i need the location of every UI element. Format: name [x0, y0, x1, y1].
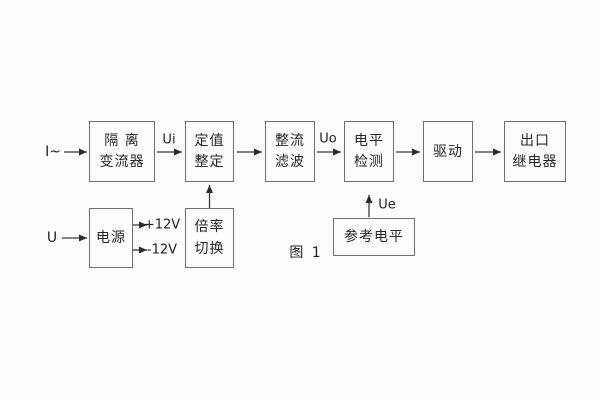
block-label: 变流器 — [99, 154, 145, 171]
block-label: 隔 离 — [104, 132, 140, 149]
block-isolation-transformer: 隔 离 变流器 — [89, 121, 155, 182]
block-label: 电源 — [96, 230, 126, 246]
block-reference-level: 参考电平 — [333, 218, 415, 256]
block-label: 整定 — [194, 154, 225, 171]
block-rectify-filter: 整流 滤波 — [265, 121, 315, 182]
block-drive: 驱动 — [423, 121, 473, 182]
block-multiplier-switch: 倍率 切换 — [185, 208, 234, 268]
block-label: 检测 — [354, 154, 384, 171]
block-label: 继电器 — [512, 154, 558, 171]
label-input-current: I~ — [45, 144, 61, 160]
label-ui: Ui — [162, 132, 176, 148]
figure-caption: 图 1 — [289, 245, 323, 261]
block-label: 出口 — [520, 132, 550, 149]
block-label: 滤波 — [275, 154, 305, 171]
block-label: 整流 — [275, 132, 305, 149]
block-label: 驱动 — [433, 143, 463, 160]
block-label: 定值 — [194, 132, 225, 149]
block-label: 倍率 — [194, 219, 225, 236]
label-input-voltage: U — [46, 230, 58, 246]
block-setting-adjustment: 定值 整定 — [185, 121, 234, 182]
block-level-detect: 电平 检测 — [344, 121, 394, 182]
block-power-supply: 电源 — [89, 208, 133, 268]
label-minus-12v: -12V — [146, 242, 178, 258]
label-ue: Ue — [378, 197, 396, 213]
label-uo: Uo — [319, 131, 337, 147]
block-label: 参考电平 — [344, 229, 404, 245]
block-label: 电平 — [354, 132, 384, 149]
block-label: 切换 — [194, 240, 225, 257]
label-plus-12v: +12V — [143, 217, 181, 233]
block-output-relay: 出口 继电器 — [504, 121, 566, 182]
